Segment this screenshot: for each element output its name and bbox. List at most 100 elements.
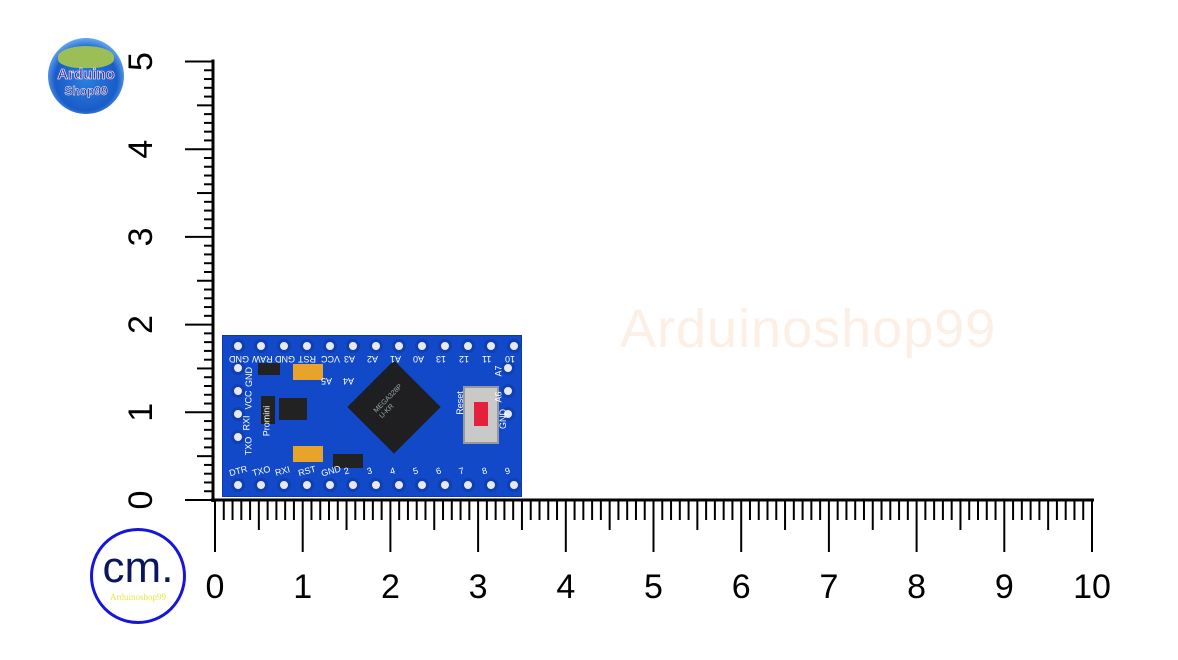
- header-pin: [461, 339, 475, 353]
- bottom-pin-label: GND: [320, 463, 342, 479]
- bottom-pin-label: 7: [457, 465, 466, 477]
- unit-badge: cm. Arduinoshop99: [90, 528, 186, 624]
- capacitor: [293, 364, 323, 380]
- left-pin-label: TXO: [243, 436, 254, 456]
- top-pin-label: A3: [344, 354, 356, 364]
- right-label: GND: [498, 409, 508, 429]
- header-pin: [277, 478, 291, 492]
- logo-hill-icon: [58, 46, 114, 68]
- top-pin-label: VCC: [321, 354, 341, 364]
- header-pin: [392, 339, 406, 353]
- top-pin-label: A0: [413, 354, 425, 364]
- top-pin-label: 13: [436, 354, 447, 364]
- capacitor: [293, 446, 323, 462]
- bottom-pin-label: 5: [411, 465, 420, 477]
- left-pin-label: RXI: [241, 415, 252, 431]
- header-pin: [300, 339, 314, 353]
- vertical-tick-label: 3: [122, 227, 160, 246]
- header-pin: [501, 407, 515, 421]
- header-pin: [369, 339, 383, 353]
- right-label: A7: [493, 365, 504, 377]
- header-pin: [415, 339, 429, 353]
- vertical-tick-label: 0: [122, 491, 160, 510]
- top-pin-label: GND: [229, 354, 249, 364]
- header-pin: [501, 384, 515, 398]
- header-pin: [254, 478, 268, 492]
- bottom-pin-label: 4: [388, 465, 397, 477]
- header-pin: [300, 478, 314, 492]
- silkscreen-label: A5: [321, 376, 333, 386]
- horizontal-tick-label: 2: [381, 568, 400, 606]
- bottom-pin-label: DTR: [228, 463, 249, 479]
- top-pin-label: GND: [275, 354, 295, 364]
- bottom-pin-label: 6: [434, 465, 443, 477]
- top-pin-label: 12: [459, 354, 470, 364]
- unit-caption: Arduinoshop99: [110, 592, 166, 602]
- diode: [261, 396, 275, 424]
- header-pin: [484, 478, 498, 492]
- header-pin: [415, 478, 429, 492]
- bottom-pin-label: RST: [297, 463, 317, 479]
- logo-line2: Shop99: [64, 84, 108, 99]
- left-pin-label: GND: [244, 367, 254, 387]
- left-pin-label: VCC: [243, 390, 254, 410]
- vertical-tick-label: 5: [122, 52, 160, 71]
- reset-button: [463, 386, 499, 444]
- top-pin-label: RST: [298, 354, 316, 364]
- horizontal-tick-label: 6: [732, 568, 751, 606]
- vertical-tick-label: 2: [122, 315, 160, 334]
- regulator: [279, 398, 307, 420]
- horizontal-tick-label: 10: [1073, 568, 1111, 606]
- silkscreen-label: A4: [343, 376, 355, 386]
- vertical-tick-label: 4: [122, 140, 160, 159]
- header-pin: [501, 361, 515, 375]
- header-pin: [254, 339, 268, 353]
- header-pin: [277, 339, 291, 353]
- header-pin: [484, 339, 498, 353]
- horizontal-tick-label: 3: [469, 568, 488, 606]
- header-pin: [346, 478, 360, 492]
- silkscreen-label: Promini: [261, 405, 272, 437]
- header-pin: [231, 339, 245, 353]
- header-pin: [507, 478, 521, 492]
- horizontal-tick-label: 4: [556, 568, 575, 606]
- header-pin: [231, 361, 245, 375]
- bottom-pin-label: 3: [365, 465, 374, 477]
- watermark: Arduinoshop99: [620, 299, 997, 359]
- bottom-pin-label: TXO: [251, 463, 272, 479]
- resistor-array: [333, 454, 363, 468]
- header-pin: [346, 339, 360, 353]
- horizontal-tick-label: 8: [907, 568, 926, 606]
- right-label: A6: [493, 391, 504, 403]
- header-pin: [438, 339, 452, 353]
- header-pin: [231, 407, 245, 421]
- unit-label: cm.: [102, 543, 174, 592]
- horizontal-tick-label: 9: [995, 568, 1014, 606]
- top-pin-label: A2: [367, 354, 379, 364]
- header-pin: [231, 384, 245, 398]
- top-pin-label: 10: [505, 354, 516, 364]
- horizontal-tick-label: 0: [206, 568, 225, 606]
- top-pin-label: A1: [390, 354, 402, 364]
- brand-logo: Arduino Shop99: [48, 38, 124, 114]
- bottom-pin-label: 8: [480, 465, 489, 477]
- horizontal-tick-label: 5: [644, 568, 663, 606]
- header-pin: [369, 478, 383, 492]
- top-pin-label: RAW: [252, 354, 273, 364]
- vertical-tick-label: 1: [122, 403, 160, 422]
- horizontal-tick-label: 1: [293, 568, 312, 606]
- right-label: Reset: [454, 391, 465, 415]
- header-pin: [438, 478, 452, 492]
- header-pin: [507, 339, 521, 353]
- header-pin: [323, 339, 337, 353]
- bottom-pin-label: RXI: [273, 464, 292, 478]
- logo-line1: Arduino: [57, 66, 115, 84]
- top-pin-label: 11: [482, 354, 492, 364]
- header-pin: [392, 478, 406, 492]
- led-component: [258, 363, 280, 375]
- header-pin: [231, 478, 245, 492]
- horizontal-tick-label: 7: [819, 568, 838, 606]
- header-pin: [461, 478, 475, 492]
